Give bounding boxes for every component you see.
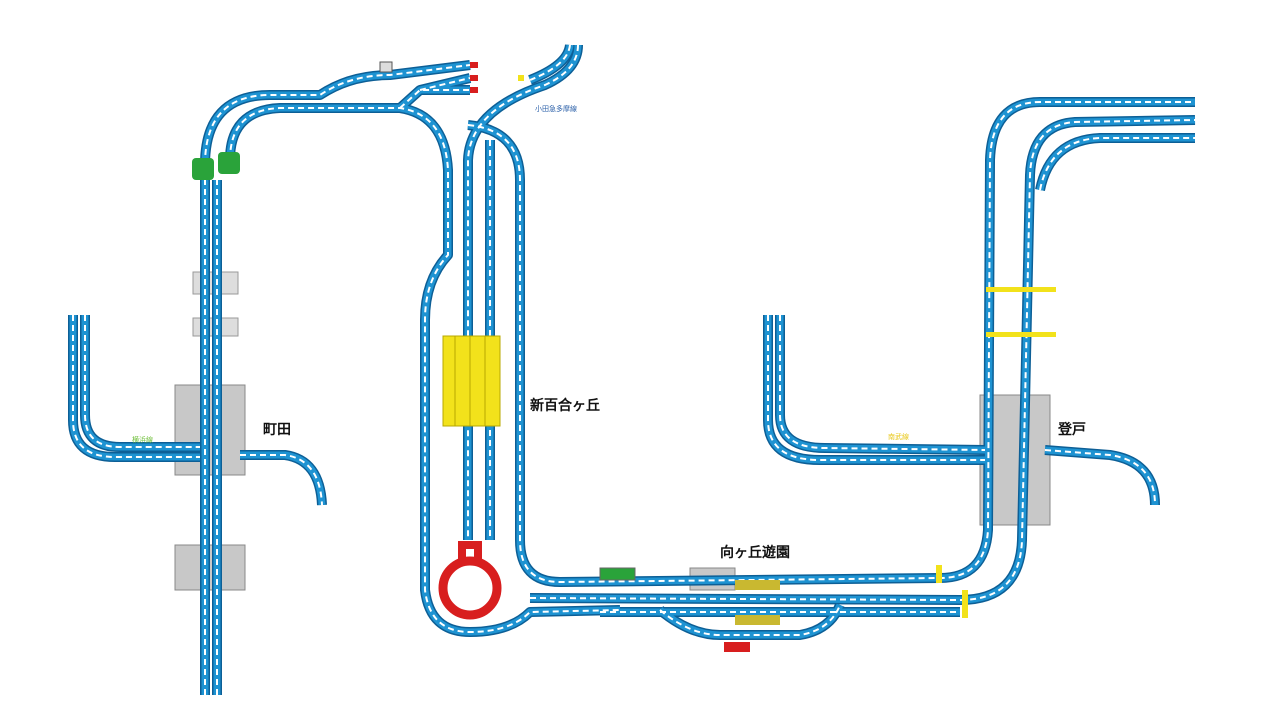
signal-icon <box>192 158 214 180</box>
signal-icon <box>218 152 240 174</box>
station-label-mukogaoka-yuen: 向ヶ丘遊園 <box>720 545 790 561</box>
turnaround-loop <box>438 556 502 620</box>
yellow-platform <box>735 615 780 625</box>
tracks <box>73 45 1195 695</box>
green-switch-icon <box>599 567 636 581</box>
station-label-shin-yurigaoka: 新百合ヶ丘 <box>530 398 600 414</box>
line-label-odakyu-tama: 小田急多摩線 <box>535 105 577 113</box>
yellow-platform <box>735 580 780 590</box>
line-label-nambu: 南武線 <box>888 433 909 441</box>
red-stop-icon <box>724 642 750 652</box>
station-label-noborito: 登戸 <box>1058 422 1086 438</box>
buffer-icon <box>379 61 393 73</box>
line-label-yokohama: 横浜線 <box>132 436 153 444</box>
shin-yurigaoka-platform <box>442 335 501 427</box>
station-label-machida: 町田 <box>263 422 291 438</box>
